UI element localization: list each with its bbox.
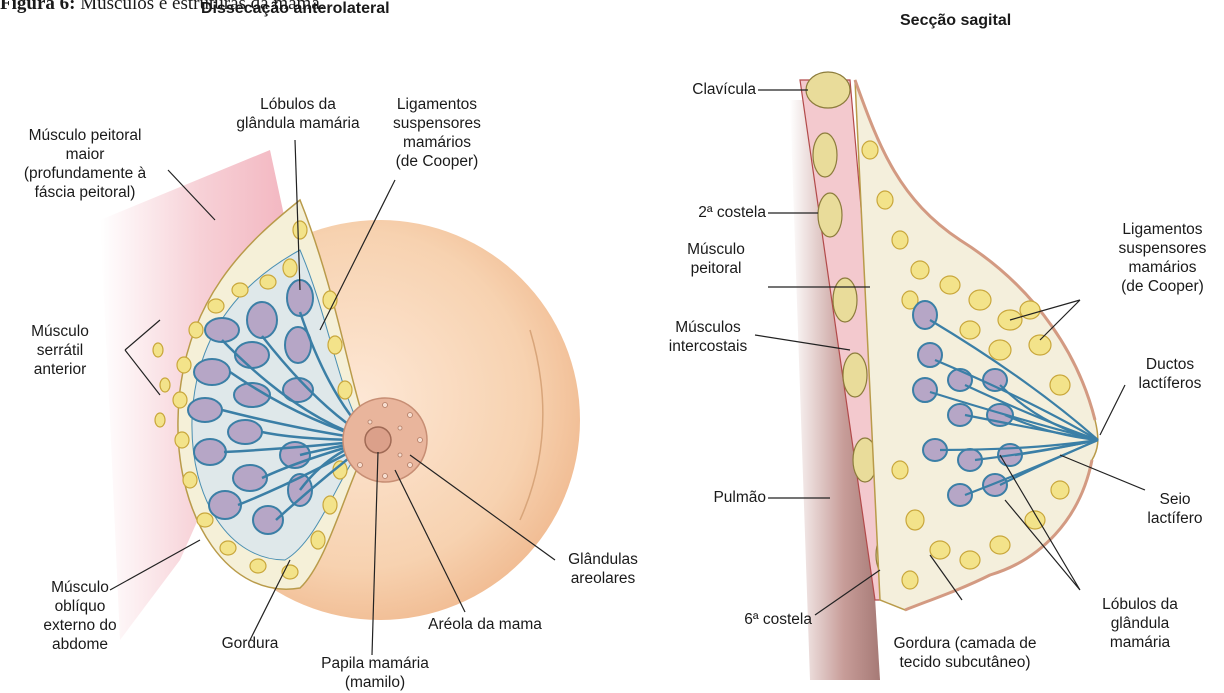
label-areola: Aréola da mama (410, 615, 560, 634)
label-seio-lactifero: Seio lactífero (1130, 490, 1220, 528)
label-musculo-peitoral-maior: Músculo peitoral maior (profundamente à … (5, 126, 165, 202)
label-lobulos-right: Lóbulos da glândula mamária (1090, 595, 1190, 652)
label-gordura-right: Gordura (camada de tecido subcutâneo) (880, 634, 1050, 672)
anterolateral-dissection (100, 140, 580, 655)
label-ligamentos-right: Ligamentos suspensores mamários (de Coop… (1105, 220, 1220, 296)
label-musculo-peitoral: Músculo peitoral (666, 240, 766, 278)
left-panel-title: Dissecação anterolateral (201, 0, 390, 18)
label-ligamentos-left: Ligamentos suspensores mamários (de Coop… (382, 95, 492, 171)
label-costela-2: 2ª costela (650, 203, 766, 222)
label-lobulos-left: Lóbulos da glândula mamária (228, 95, 368, 133)
label-clavicula: Clavícula (650, 80, 756, 99)
label-glandulas-areolares: Glândulas areolares (548, 550, 658, 588)
label-gordura-left: Gordura (200, 634, 300, 653)
label-musculo-serratil: Músculo serrátil anterior (10, 322, 110, 379)
sagittal-section (755, 72, 1145, 680)
label-musculos-intercostais: Músculos intercostais (650, 318, 766, 356)
label-papila-mamaria: Papila mamária (mamilo) (300, 654, 450, 692)
right-panel-title: Secção sagital (900, 12, 1011, 30)
label-ductos-lactiferos: Ductos lactíferos (1120, 355, 1220, 393)
nipple (365, 427, 391, 453)
breast-profile (855, 80, 1098, 610)
label-pulmao: Pulmão (650, 488, 766, 507)
label-musculo-obliquo: Músculo oblíquo externo do abdome (30, 578, 130, 654)
clavicle-bone (806, 72, 850, 108)
label-costela-6: 6ª costela (700, 610, 812, 629)
